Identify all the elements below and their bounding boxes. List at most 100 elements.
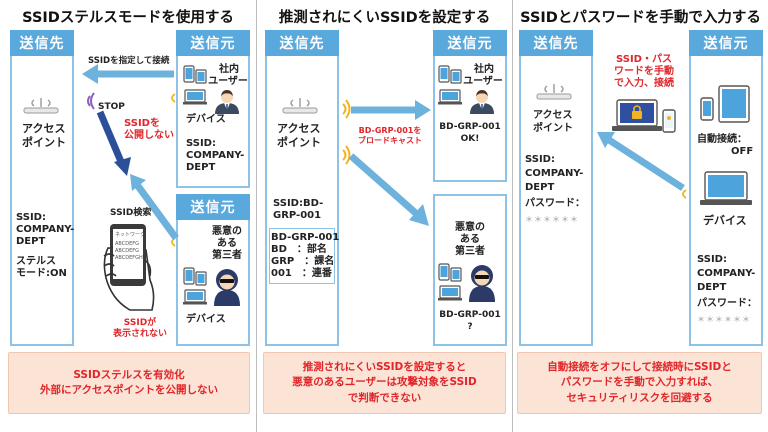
summary-line-3: で判断できない: [347, 391, 422, 404]
ap-label-1: アクセス: [277, 122, 321, 135]
ap-label-2: ポイント: [277, 136, 321, 149]
summary-line-1: SSIDステルスを有効化: [73, 368, 185, 381]
device-label-top: デバイス: [186, 114, 226, 125]
destination-box: [265, 30, 339, 346]
insider-label-2: ユーザー: [463, 76, 503, 87]
ap-ssid-2: COMPANY-: [16, 224, 75, 235]
attacker-label-2: ある: [460, 234, 480, 245]
broadcast-arrows: [342, 99, 431, 226]
ssid-breakdown-line: BD ：部名: [271, 244, 327, 255]
ap-ssid-2: COMPANY-: [525, 168, 584, 179]
ssid-breakdown-box: [269, 228, 335, 284]
destination-header: 送信先: [519, 30, 593, 56]
broadcast-label-1: BD-GRP-001を: [358, 126, 422, 135]
manual-entry-label-1: SSID・パス: [616, 54, 672, 65]
panel-manual-entry: SSIDとパスワードを手動で入力する 送信先 アクセス ポイント SSID: C…: [513, 0, 768, 432]
panel-title: SSIDとパスワードを手動で入力する: [520, 10, 761, 26]
ap-password-label: パスワード：: [525, 198, 585, 209]
destination-header: 送信先: [10, 30, 74, 56]
broadcast-label-2: ブロードキャスト: [358, 136, 422, 145]
ap-ssid-2: GRP-001: [273, 210, 322, 221]
access-point-icon: [536, 84, 572, 100]
phone-screen-item: ABCDEFGH: [115, 255, 143, 261]
ok-label-1: BD-GRP-001: [439, 122, 501, 132]
manual-entry-label-3: で入力、接続: [614, 78, 674, 89]
office-user-icon: [215, 90, 239, 114]
hacker-icon: [214, 269, 240, 306]
summary-note: 推測されにくいSSIDを設定すると 悪意のあるユーザーは攻撃対象をSSID で判…: [263, 352, 506, 414]
ap-password-mask: ＊＊＊＊＊＊: [525, 215, 579, 224]
source-header: 送信元: [689, 30, 763, 56]
attacker-label-1: 悪意の: [212, 226, 242, 237]
ap-label-1: アクセス: [22, 122, 66, 135]
source-header-bottom: 送信元: [176, 194, 250, 220]
summary-line-2: パスワードを手動で入力すれば、: [560, 376, 719, 389]
phone-screen-item: ABCDEFG: [115, 241, 140, 247]
wifi-signal-icon: [682, 189, 687, 199]
access-point-icon: [23, 98, 59, 114]
device-label: デバイス: [703, 214, 747, 227]
laptop-icon: [700, 171, 752, 205]
attacker-label-3: 第三者: [212, 250, 242, 261]
phone-screen-title: ネットワーク: [115, 232, 146, 238]
summary-line-1: 推測されにくいSSIDを設定すると: [302, 361, 467, 374]
attacker-label-2: ある: [217, 238, 237, 249]
source-header-top: 送信元: [176, 30, 250, 56]
source-header-top: 送信元: [433, 30, 507, 56]
phone-screen-item: ABCDEFG: [115, 248, 140, 254]
ssid-breakdown-line: BD-GRP-001: [271, 232, 340, 243]
devices-icon: [183, 267, 207, 305]
panel-divider: [256, 0, 257, 432]
destination-box: [519, 30, 593, 346]
ap-label-1: アクセス: [533, 110, 573, 121]
destination-header: 送信先: [265, 30, 339, 56]
ap-ssid-1: SSID:: [16, 212, 46, 223]
device-ssid-2: COMPANY-: [186, 150, 245, 161]
destination-box: [10, 30, 74, 346]
device-ssid-1: SSID:: [697, 254, 727, 265]
ap-label-2: ポイント: [533, 123, 573, 134]
ap-label-2: ポイント: [22, 136, 66, 149]
ap-ssid-1: SSID:BD-: [273, 198, 324, 209]
stop-label: STOP: [98, 102, 125, 112]
device-ssid-3: DEPT: [697, 282, 727, 293]
attacker-label-3: 第三者: [455, 246, 485, 257]
hacker-icon: [469, 265, 495, 302]
device-ssid-3: DEPT: [186, 162, 216, 173]
panel-hard-to-guess-ssid: 推測されにくいSSIDを設定する 送信先 アクセス ポイント SSID:BD- …: [257, 0, 512, 432]
manual-entry-label-2: ワードを手動: [614, 66, 674, 77]
device-label-bottom: デバイス: [186, 314, 226, 325]
attacker-label-1: 悪意の: [455, 222, 485, 233]
ok-label-2: OK!: [460, 134, 480, 144]
connect-arrow: [597, 132, 685, 191]
ssid-breakdown-line: GRP ：課名: [271, 256, 335, 267]
office-user-icon: [470, 90, 494, 114]
not-shown-label-1: SSIDが: [123, 318, 157, 328]
unknown-label-2: ?: [467, 322, 473, 332]
wifi-signal-icon: [171, 93, 176, 103]
ap-ssid-1: SSID:: [525, 154, 555, 165]
device-password-mask: ＊＊＊＊＊＊: [697, 315, 751, 324]
secure-laptop-icon: [612, 99, 676, 133]
access-point-icon: [282, 98, 318, 114]
devices-icon: [183, 65, 207, 105]
not-shown-label-2: 表示されない: [112, 329, 167, 339]
devices-icon: [700, 85, 750, 123]
summary-line-2: 悪意のあるユーザーは攻撃対象をSSID: [292, 376, 477, 389]
summary-line-2: 外部にアクセスポイントを公開しない: [40, 384, 218, 396]
smartphone-hand-icon: [103, 224, 155, 311]
panel-ssid-stealth: SSIDステルスモードを使用する 送信先 アクセス ポイント SSID: COM…: [0, 0, 256, 432]
insider-label-1: 社内: [474, 64, 494, 75]
summary-note: 自動接続をオフにして接続時にSSIDと パスワードを手動で入力すれば、 セキュリ…: [517, 352, 762, 414]
auto-connect-label: 自動接続：: [697, 134, 747, 145]
panel-title: SSIDステルスモードを使用する: [22, 10, 234, 26]
insider-label-1: 社内: [219, 64, 239, 75]
unknown-label-1: BD-GRP-001: [439, 310, 501, 320]
connect-arrow-label: SSIDを指定して接続: [88, 56, 170, 66]
summary-line-1: 自動接続をオフにして接続時にSSIDと: [547, 361, 732, 374]
device-ssid-1: SSID:: [186, 138, 216, 149]
ap-stealth-1: ステルス: [16, 256, 56, 267]
ap-ssid-3: DEPT: [16, 236, 46, 247]
devices-icon: [438, 263, 462, 301]
device-ssid-2: COMPANY-: [697, 268, 756, 279]
